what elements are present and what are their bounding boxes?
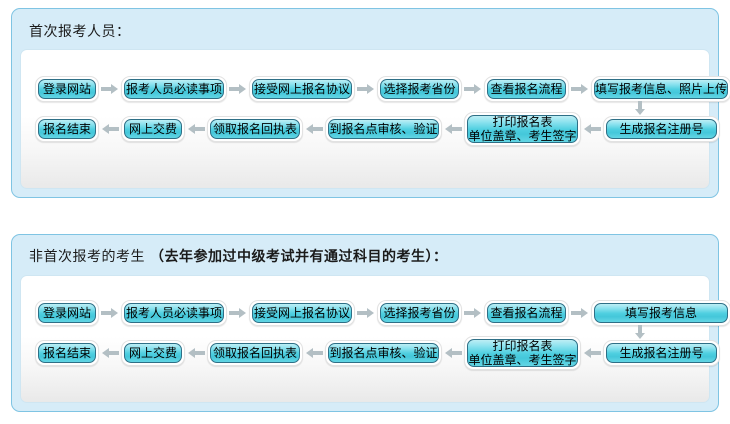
flow-area-second: 登录网站 报考人员必读事项 接受网上报名协议 选择报 xyxy=(20,275,730,403)
node-label: 领取报名回执表 xyxy=(210,343,300,363)
arrow-left-icon xyxy=(442,347,464,359)
node-view-process[interactable]: 查看报名流程 xyxy=(484,300,569,326)
panel-first-time-applicants: 首次报考人员： 登录网站 报考人员必读事项 接受网上报名协 xyxy=(11,8,730,198)
node-label: 网上交费 xyxy=(124,119,182,139)
node-label: 选择报考省份 xyxy=(380,303,459,323)
arrow-left-icon xyxy=(99,347,121,359)
panel-title-second-plain: 非首次报考的考生 xyxy=(29,249,150,265)
node-label: 查看报名流程 xyxy=(487,303,566,323)
node-fill-info-upload-photo[interactable]: 填写报考信息、照片上传 xyxy=(591,76,730,102)
node-fill-info[interactable]: 填写报考信息 xyxy=(591,300,730,326)
arrow-left-icon xyxy=(185,347,207,359)
arrow-left-icon xyxy=(581,123,603,135)
arrow-left-icon xyxy=(185,123,207,135)
node-print-form-stamp-sign[interactable]: 打印报名表 单位盖章、考生签字 xyxy=(464,336,581,370)
flow-row-second-bottom: 报名结束 网上交费 领取报名回执表 到报名点审核、验 xyxy=(21,336,720,370)
arrow-right-icon xyxy=(99,307,121,319)
panel-title-first-text: 首次报考人员： xyxy=(29,24,131,40)
arrow-right-icon xyxy=(569,307,591,319)
node-collect-receipt[interactable]: 领取报名回执表 xyxy=(207,116,303,142)
node-onsite-verification[interactable]: 到报名点审核、验证 xyxy=(325,116,442,142)
node-label: 生成报名注册号 xyxy=(606,343,717,363)
node-label: 填写报考信息、照片上传 xyxy=(594,79,728,99)
node-label: 接受网上报名协议 xyxy=(252,303,352,323)
node-view-process[interactable]: 查看报名流程 xyxy=(484,76,569,102)
node-select-province[interactable]: 选择报考省份 xyxy=(377,76,462,102)
node-label: 报名结束 xyxy=(38,119,96,139)
arrow-left-icon xyxy=(581,347,603,359)
arrow-right-icon xyxy=(569,83,591,95)
arrow-left-icon xyxy=(99,123,121,135)
node-login-website[interactable]: 登录网站 xyxy=(35,76,99,102)
node-online-payment[interactable]: 网上交费 xyxy=(121,116,185,142)
node-applicant-notices[interactable]: 报考人员必读事项 xyxy=(121,300,227,326)
node-online-payment[interactable]: 网上交费 xyxy=(121,340,185,366)
flow-row-first-top: 登录网站 报考人员必读事项 接受网上报名协议 选择报 xyxy=(21,72,730,106)
arrow-right-icon xyxy=(355,307,377,319)
node-registration-end[interactable]: 报名结束 xyxy=(35,116,99,142)
panel-repeat-applicants: 非首次报考的考生 （去年参加过中级考试并有通过科目的考生）： 登录网站 报考人员… xyxy=(11,234,730,412)
arrow-down-icon xyxy=(633,324,649,340)
arrow-right-icon xyxy=(462,307,484,319)
panel-title-second: 非首次报考的考生 （去年参加过中级考试并有通过科目的考生）： xyxy=(12,235,718,274)
node-label: 生成报名注册号 xyxy=(606,119,717,139)
arrow-right-icon xyxy=(227,307,249,319)
panel-title-first: 首次报考人员： xyxy=(12,9,718,49)
node-label-line1: 打印报名表 xyxy=(492,115,553,129)
node-login-website[interactable]: 登录网站 xyxy=(35,300,99,326)
flow-row-first-bottom: 报名结束 网上交费 领取报名回执表 到报名点审核、验 xyxy=(21,112,720,146)
node-label-line2: 单位盖章、考生签字 xyxy=(468,128,577,143)
arrow-left-icon xyxy=(442,123,464,135)
node-label: 选择报考省份 xyxy=(380,79,459,99)
arrow-down-icon xyxy=(633,100,649,116)
node-generate-registration-number[interactable]: 生成报名注册号 xyxy=(603,116,720,142)
node-label: 报考人员必读事项 xyxy=(124,303,224,323)
node-label: 报考人员必读事项 xyxy=(124,79,224,99)
node-label-multiline: 打印报名表 单位盖章、考生签字 xyxy=(467,115,578,143)
node-label: 填写报考信息 xyxy=(594,303,728,323)
arrow-left-icon xyxy=(303,123,325,135)
node-label: 网上交费 xyxy=(124,343,182,363)
arrow-right-icon xyxy=(355,83,377,95)
node-collect-receipt[interactable]: 领取报名回执表 xyxy=(207,340,303,366)
node-print-form-stamp-sign[interactable]: 打印报名表 单位盖章、考生签字 xyxy=(464,112,581,146)
node-label: 登录网站 xyxy=(38,79,96,99)
node-accept-agreement[interactable]: 接受网上报名协议 xyxy=(249,76,355,102)
node-onsite-verification[interactable]: 到报名点审核、验证 xyxy=(325,340,442,366)
flow-row-second-top: 登录网站 报考人员必读事项 接受网上报名协议 选择报 xyxy=(21,296,730,330)
node-label: 查看报名流程 xyxy=(487,79,566,99)
node-applicant-notices[interactable]: 报考人员必读事项 xyxy=(121,76,227,102)
node-label: 报名结束 xyxy=(38,343,96,363)
node-select-province[interactable]: 选择报考省份 xyxy=(377,300,462,326)
node-label-line2: 单位盖章、考生签字 xyxy=(468,352,577,367)
arrow-right-icon xyxy=(99,83,121,95)
node-registration-end[interactable]: 报名结束 xyxy=(35,340,99,366)
node-label: 登录网站 xyxy=(38,303,96,323)
arrow-right-icon xyxy=(462,83,484,95)
node-label: 领取报名回执表 xyxy=(210,119,300,139)
node-generate-registration-number[interactable]: 生成报名注册号 xyxy=(603,340,720,366)
node-accept-agreement[interactable]: 接受网上报名协议 xyxy=(249,300,355,326)
node-label-line1: 打印报名表 xyxy=(492,339,553,353)
node-label: 到报名点审核、验证 xyxy=(328,343,439,363)
arrow-left-icon xyxy=(303,347,325,359)
node-label: 接受网上报名协议 xyxy=(252,79,352,99)
arrow-right-icon xyxy=(227,83,249,95)
flow-area-first: 登录网站 报考人员必读事项 接受网上报名协议 选择报 xyxy=(20,49,730,189)
node-label-multiline: 打印报名表 单位盖章、考生签字 xyxy=(467,339,578,367)
panel-title-second-bold: （去年参加过中级考试并有通过科目的考生）： xyxy=(149,249,448,265)
node-label: 到报名点审核、验证 xyxy=(328,119,439,139)
